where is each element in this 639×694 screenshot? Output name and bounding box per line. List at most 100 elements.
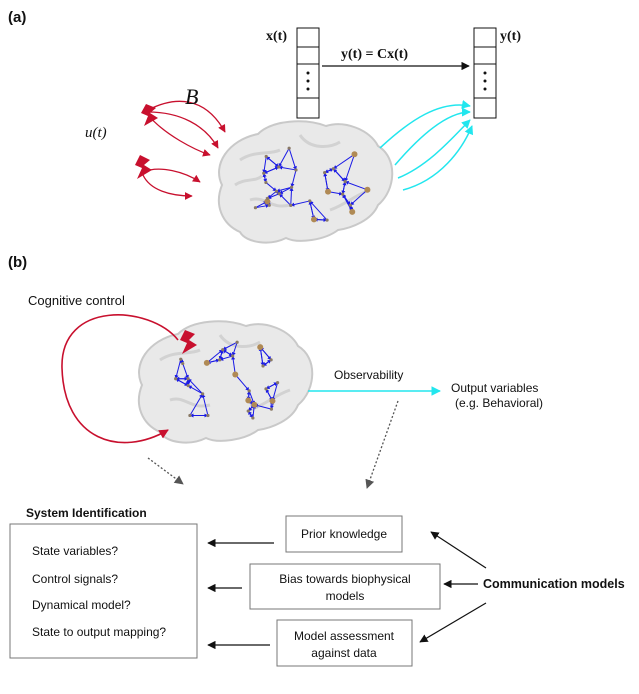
network-node — [269, 397, 276, 404]
network-node — [310, 216, 317, 223]
output-variables-note: (e.g. Behavioral) — [455, 396, 543, 410]
network-edge — [309, 200, 328, 221]
network-edge — [350, 189, 368, 206]
bias-box — [249, 563, 441, 610]
network-edge — [219, 355, 233, 361]
network-edge — [222, 341, 238, 351]
system-identification-box — [9, 523, 198, 659]
network-edge — [222, 349, 233, 357]
network-node — [267, 203, 271, 207]
state-vector-box — [296, 27, 320, 119]
network-node — [308, 199, 312, 203]
network-node — [188, 413, 192, 418]
network-edge — [333, 168, 346, 182]
network-edge — [290, 200, 310, 207]
arrow-comm-to-prior — [430, 531, 487, 569]
network-node — [274, 189, 279, 193]
network-edge — [333, 153, 355, 170]
network-edge — [271, 382, 279, 402]
network-edge — [255, 203, 270, 209]
prior-knowledge-box — [285, 515, 403, 553]
cognitive-control-label: Cognitive control — [28, 293, 125, 308]
assessment-label-line2: against data — [311, 646, 377, 660]
network-node — [341, 192, 345, 196]
network-node — [201, 392, 205, 396]
input-label: u(t) — [85, 125, 107, 141]
network-edge — [231, 355, 236, 375]
network-node — [181, 361, 185, 366]
network-node — [253, 206, 257, 210]
network-edge — [265, 156, 280, 168]
si-item-dynamical-model: Dynamical model? — [32, 598, 131, 612]
network-edge — [276, 186, 292, 193]
input-matrix-label: B — [185, 84, 198, 109]
network-node — [290, 185, 294, 189]
si-item-state-variables: State variables? — [32, 544, 118, 558]
network-node — [264, 198, 271, 205]
network-edge — [278, 147, 290, 168]
network-node — [174, 377, 178, 381]
system-identification-title: System Identification — [26, 506, 147, 520]
network-node — [186, 384, 190, 388]
output-arrows-a — [379, 100, 474, 191]
bias-label-line2: models — [326, 589, 365, 603]
network-edge — [231, 342, 238, 357]
network-edge — [206, 349, 224, 364]
network-edge — [278, 186, 292, 195]
output-vector-label: y(t) — [500, 29, 521, 44]
network-node — [251, 401, 258, 408]
input-arrows-a — [135, 100, 226, 200]
network-a — [253, 146, 371, 223]
network-edge — [344, 154, 355, 182]
network-node — [349, 208, 356, 215]
network-node — [351, 151, 358, 158]
network-edge — [187, 378, 203, 395]
network-node — [275, 380, 280, 385]
network-node — [246, 409, 250, 413]
network-node — [247, 389, 251, 393]
network-edge — [201, 393, 209, 416]
network-node — [206, 413, 210, 418]
network-node — [343, 180, 347, 184]
observability-label: Observability — [334, 368, 403, 382]
si-item-output-mapping: State to output mapping? — [32, 625, 166, 639]
network-edge — [341, 181, 346, 195]
network-edge — [189, 393, 204, 416]
network-node — [348, 203, 352, 207]
network-edge — [262, 359, 272, 367]
network-edge — [262, 156, 267, 174]
network-edge — [323, 172, 329, 192]
network-node — [251, 416, 255, 420]
network-edge — [278, 193, 292, 206]
panel-a-label: (a) — [8, 9, 26, 26]
network-edge — [278, 165, 297, 171]
network-node — [179, 357, 183, 361]
network-node — [277, 192, 281, 196]
stimulus-bolt-icon — [135, 155, 152, 179]
network-edge — [289, 186, 294, 206]
network-b — [174, 340, 280, 420]
prior-knowledge-label: Prior knowledge — [301, 527, 387, 541]
network-node — [264, 180, 268, 185]
network-node — [289, 203, 293, 207]
network-edge — [265, 182, 277, 192]
network-node — [261, 364, 265, 368]
network-edge — [308, 200, 315, 220]
assessment-box — [276, 619, 413, 667]
network-node — [294, 168, 298, 172]
si-item-control-signals: Control signals? — [32, 572, 118, 586]
network-node — [257, 344, 264, 351]
network-node — [218, 358, 222, 362]
network-node — [325, 218, 329, 222]
network-node — [269, 407, 274, 411]
output-variables-label: Output variables — [451, 381, 538, 395]
stimulus-bolt-icon — [141, 104, 158, 126]
network-node — [287, 146, 291, 150]
network-node — [331, 167, 335, 171]
cognitive-control-loop — [61, 314, 179, 444]
network-node — [265, 196, 270, 200]
network-edge — [288, 148, 297, 171]
brain-a — [217, 120, 394, 244]
dotted-arrow-right — [365, 400, 399, 489]
